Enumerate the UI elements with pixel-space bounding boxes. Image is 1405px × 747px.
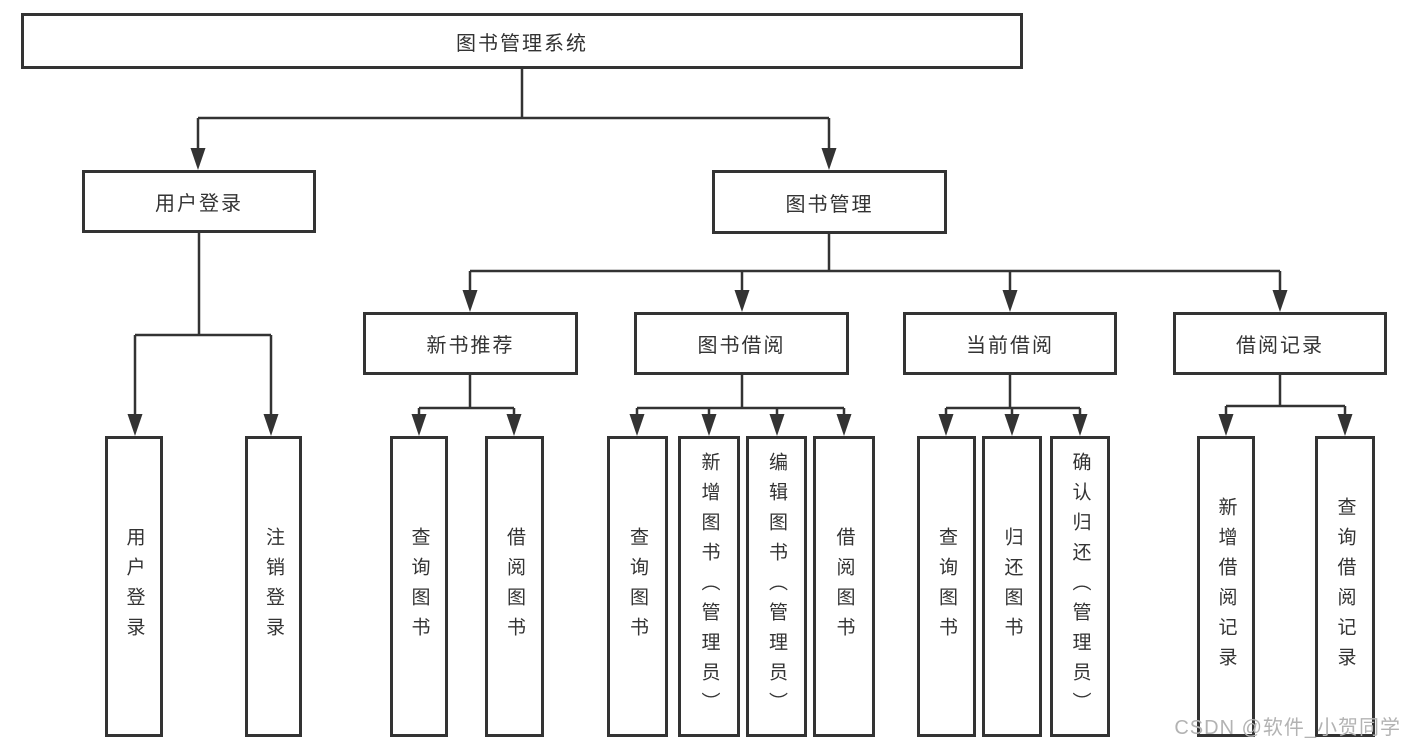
leaf-logout-label: 注销登录 <box>263 526 284 647</box>
arrow-down-icon <box>1002 290 1018 312</box>
leaf-borrow-book-rec: 借阅图书 <box>485 436 544 737</box>
leaf-borrow-book-rec-label: 借阅图书 <box>504 526 525 647</box>
arrow-down-icon <box>462 290 478 312</box>
leaf-user-login-label: 用户登录 <box>123 526 145 647</box>
leaf-return-book-label: 归还图书 <box>1001 526 1023 647</box>
leaf-borrow-book: 借阅图书 <box>813 436 875 737</box>
arrow-down-icon <box>506 414 522 436</box>
leaf-query-book-borrow-label: 查询图书 <box>627 526 648 647</box>
node-book-borrow-label: 图书借阅 <box>697 335 786 357</box>
arrow-down-icon <box>1004 414 1020 436</box>
arrow-down-icon <box>734 290 750 312</box>
leaf-confirm-return-admin: 确认归还（管理员） <box>1050 436 1110 737</box>
connector-borrowrecord-to-leaves <box>1224 375 1347 416</box>
node-book-borrow: 图书借阅 <box>634 312 849 375</box>
leaf-confirm-return-admin-label: 确认归还（管理员） <box>1069 451 1091 722</box>
leaf-query-book-current-label: 查询图书 <box>936 526 957 647</box>
leaf-logout: 注销登录 <box>245 436 302 737</box>
node-root-label: 图书管理系统 <box>456 32 588 55</box>
node-book-management-label: 图书管理 <box>785 193 874 216</box>
node-borrow-record-label: 借阅记录 <box>1236 335 1324 357</box>
leaf-add-borrow-record-label: 新增借阅记录 <box>1215 496 1237 677</box>
leaf-add-book-admin-label: 新增图书（管理员） <box>698 451 720 722</box>
leaf-add-book-admin: 新增图书（管理员） <box>678 436 740 737</box>
node-new-book-recommend: 新书推荐 <box>363 312 578 375</box>
leaf-query-book-rec-label: 查询图书 <box>408 526 430 647</box>
leaf-add-borrow-record: 新增借阅记录 <box>1197 436 1255 737</box>
arrow-down-icon <box>938 414 954 436</box>
node-book-management: 图书管理 <box>712 170 947 234</box>
arrow-down-icon <box>263 414 279 436</box>
leaf-query-book-rec: 查询图书 <box>390 436 448 737</box>
arrow-down-icon <box>629 414 645 436</box>
arrow-down-icon <box>1272 290 1288 312</box>
leaf-edit-book-admin: 编辑图书（管理员） <box>746 436 807 737</box>
leaf-query-book-current: 查询图书 <box>917 436 976 737</box>
node-current-borrow-label: 当前借阅 <box>966 335 1054 357</box>
arrow-down-icon <box>411 414 427 436</box>
node-borrow-record: 借阅记录 <box>1173 312 1387 375</box>
leaf-edit-book-admin-label: 编辑图书（管理员） <box>766 451 787 722</box>
connector-bookmgmt-to-level3 <box>468 234 1282 292</box>
leaf-borrow-book-label: 借阅图书 <box>833 526 855 647</box>
connector-root-to-level2 <box>196 69 831 150</box>
arrow-down-icon <box>190 148 206 170</box>
leaf-query-book-borrow: 查询图书 <box>607 436 668 737</box>
arrow-down-icon <box>701 414 717 436</box>
arrow-down-icon <box>836 414 852 436</box>
node-root: 图书管理系统 <box>21 13 1023 69</box>
leaf-query-borrow-record: 查询借阅记录 <box>1315 436 1375 737</box>
arrow-down-icon <box>821 148 837 170</box>
arrow-down-icon <box>1072 414 1088 436</box>
connector-newbookrec-to-leaves <box>417 375 516 416</box>
arrow-down-icon <box>769 414 785 436</box>
leaf-query-borrow-record-label: 查询借阅记录 <box>1334 496 1356 677</box>
arrow-down-icon <box>1218 414 1234 436</box>
node-current-borrow: 当前借阅 <box>903 312 1117 375</box>
node-user-login-label: 用户登录 <box>155 193 243 215</box>
node-user-login: 用户登录 <box>82 170 316 233</box>
connector-userlogin-to-leaves <box>133 233 273 416</box>
arrow-down-icon <box>1337 414 1353 436</box>
arrow-down-icon <box>127 414 143 436</box>
leaf-return-book: 归还图书 <box>982 436 1042 737</box>
connector-bookborrow-to-leaves <box>635 375 846 416</box>
node-new-book-recommend-label: 新书推荐 <box>426 335 515 357</box>
connector-currentborrow-to-leaves <box>944 375 1082 416</box>
csdn-watermark: CSDN @软件_小贺同学 <box>1174 717 1401 739</box>
leaf-user-login: 用户登录 <box>105 436 163 737</box>
